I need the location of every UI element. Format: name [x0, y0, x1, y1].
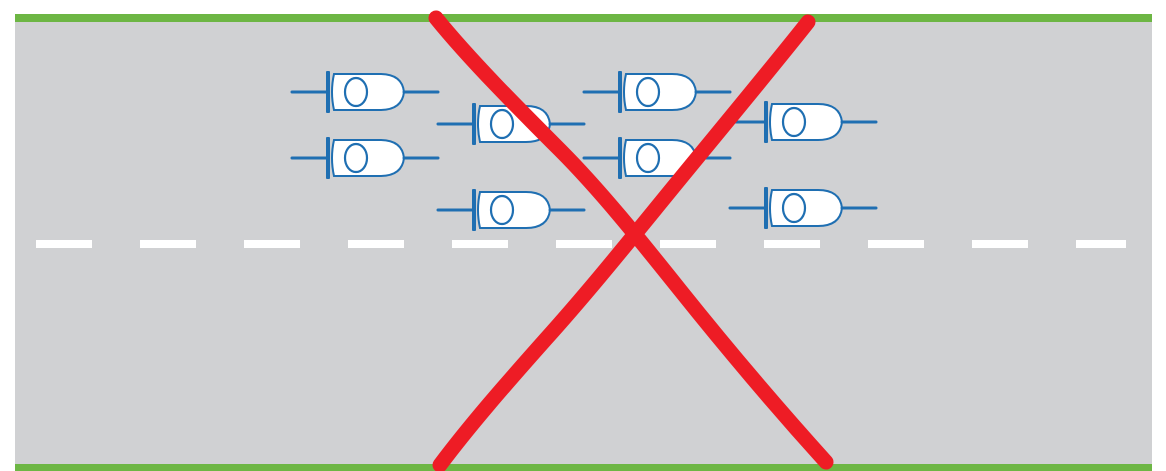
red-x-stroke-2 [432, 14, 816, 471]
road-edge-line-top [15, 14, 1152, 22]
red-x-stroke-1 [428, 10, 834, 470]
red-x-icon [428, 10, 834, 471]
road-edge-line-bottom [15, 464, 1152, 471]
